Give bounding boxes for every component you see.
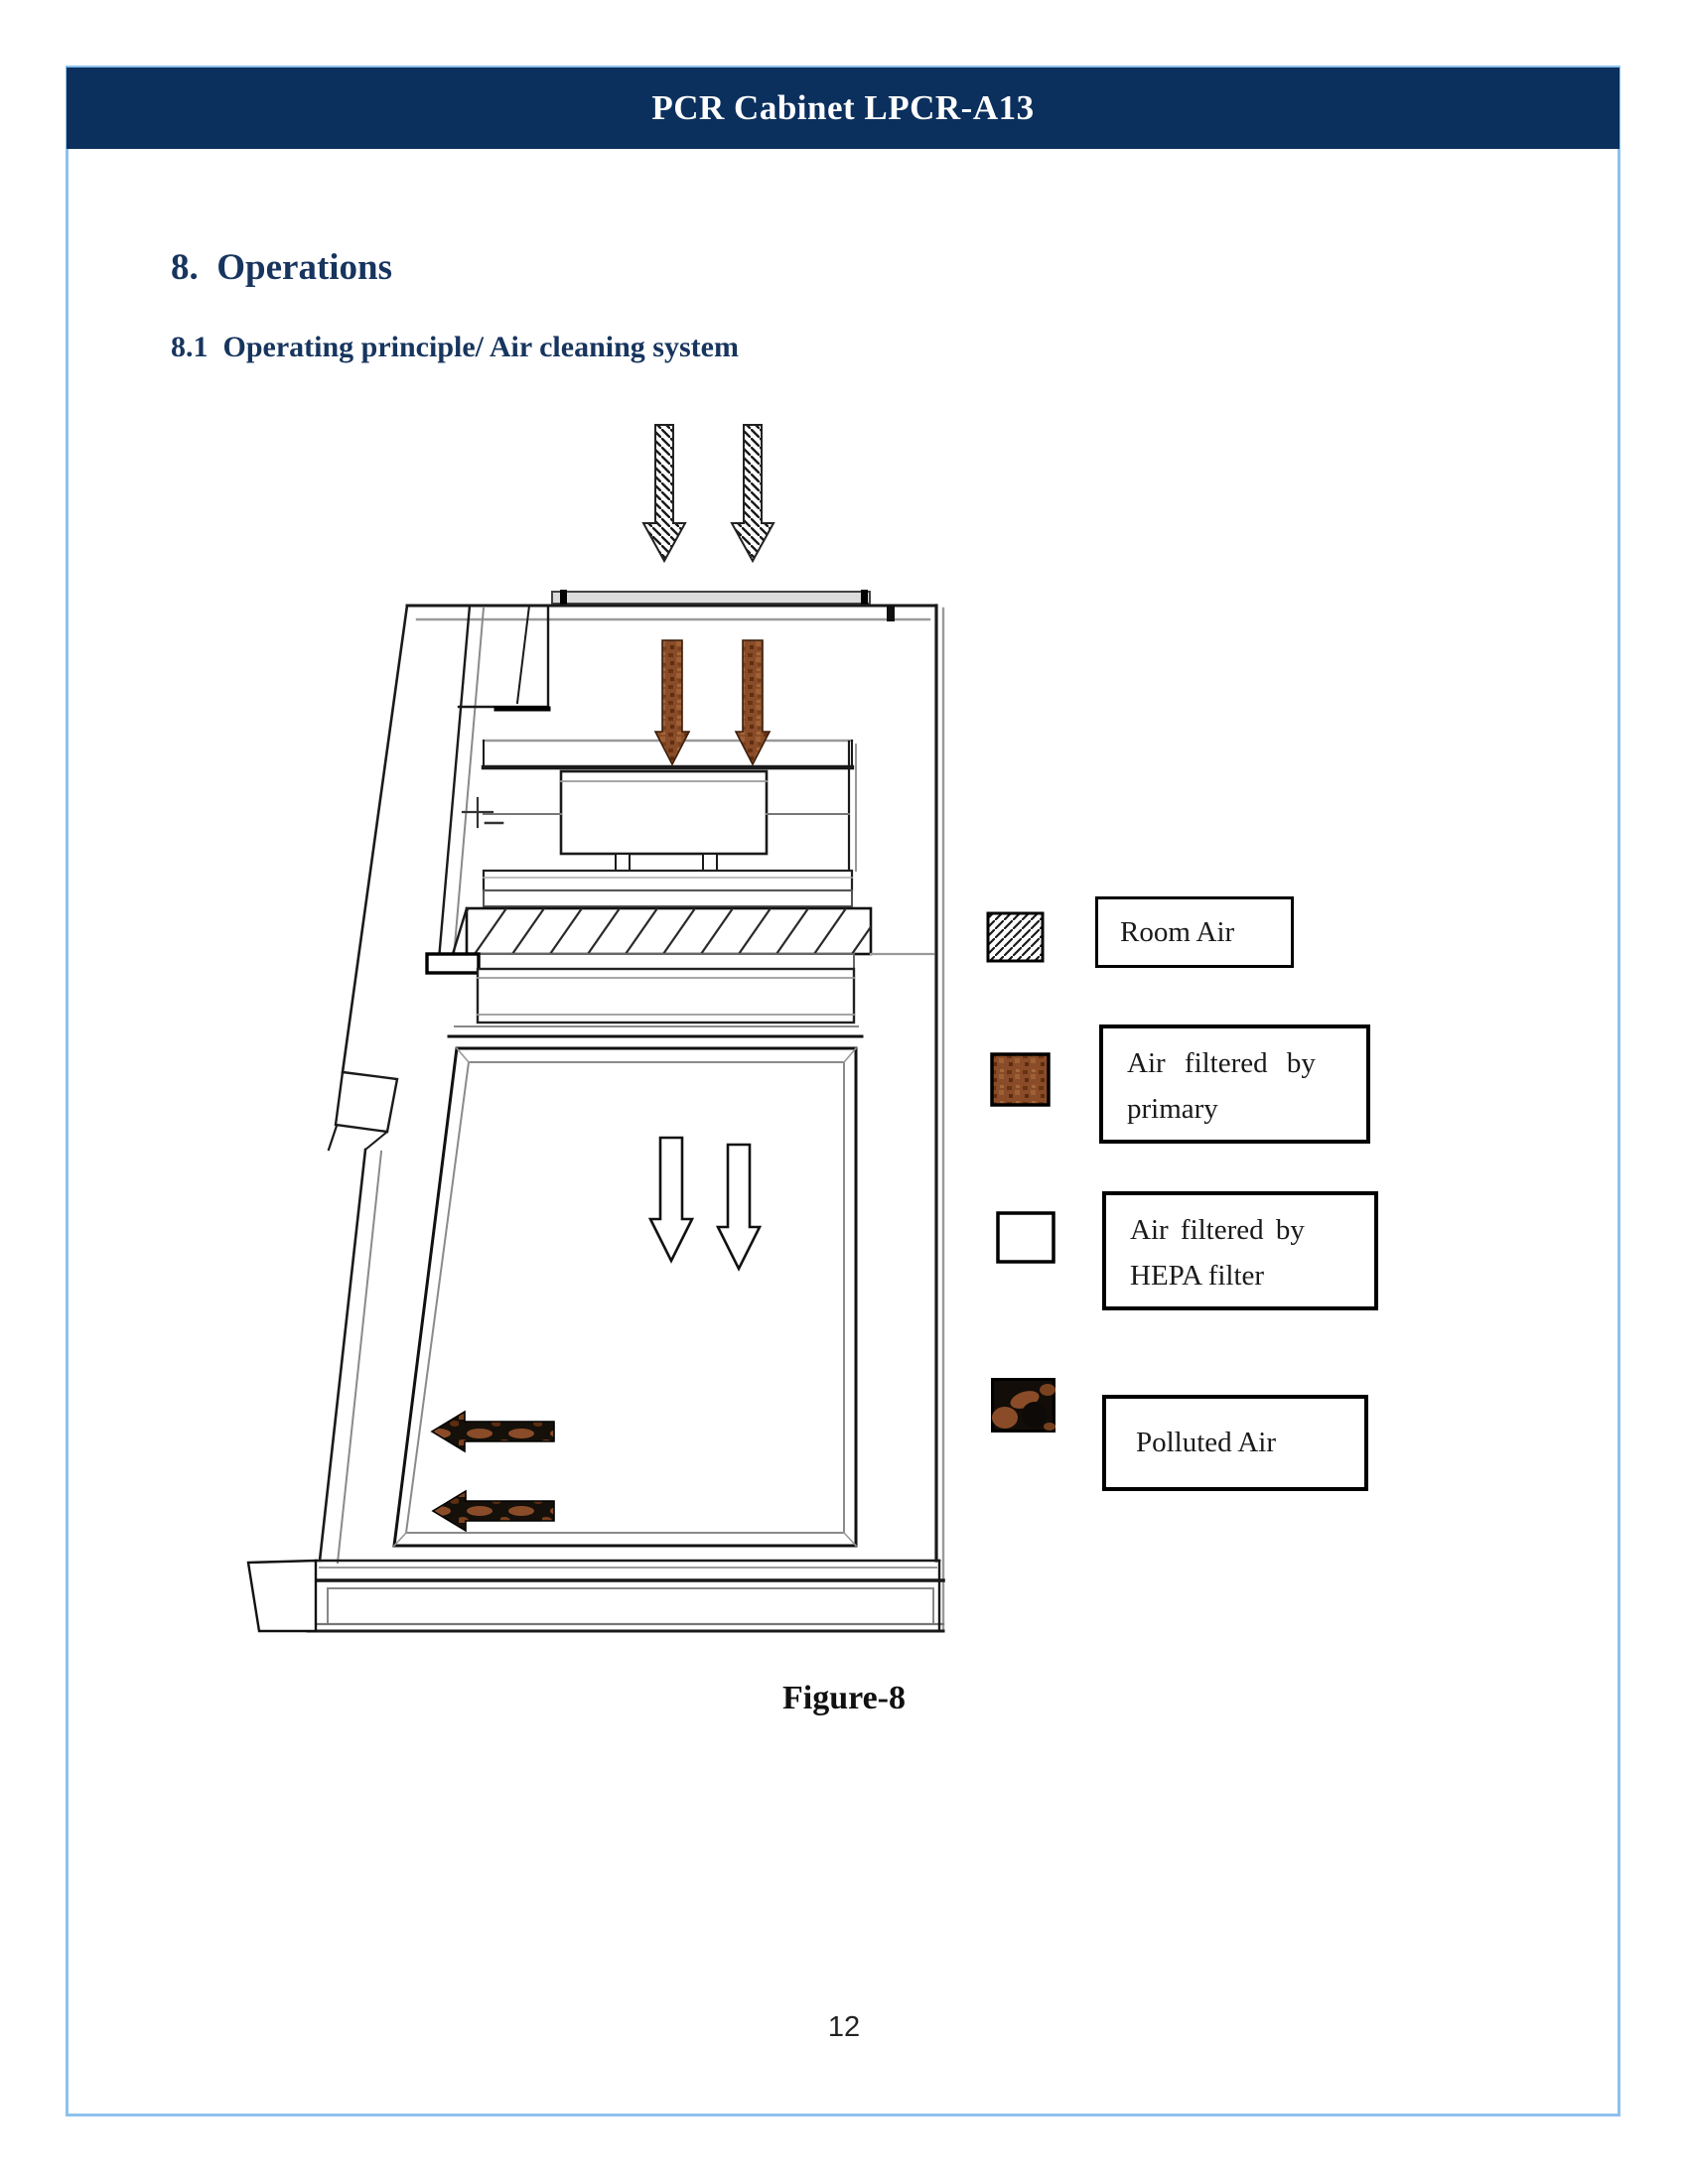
primary-filtered-air-arrows: [653, 639, 772, 766]
legend-swatch-polluted-air: [991, 1378, 1055, 1433]
legend-text: primary: [1127, 1093, 1218, 1125]
room-air-inflow-arrows: [641, 424, 775, 564]
page-number: 12: [827, 2011, 861, 2043]
page-border: [66, 66, 1620, 2116]
legend-text: Air filtered by: [1130, 1214, 1305, 1246]
legend-label-hepa-filtered: Air filtered by HEPA filter: [1102, 1191, 1378, 1310]
cabinet-outline: [246, 590, 945, 1633]
page-header: PCR Cabinet LPCR-A13: [67, 68, 1619, 149]
polluted-air-outflow-arrows: [430, 1410, 555, 1533]
hepa-filtered-air-arrows: [647, 1136, 763, 1272]
legend-label-room-air: Room Air: [1095, 896, 1294, 968]
legend-text: Room Air: [1120, 915, 1235, 948]
legend-label-primary-filtered: Air filtered by primary: [1099, 1024, 1370, 1144]
legend-swatch-room-air: [986, 911, 1045, 963]
page-title: PCR Cabinet LPCR-A13: [651, 88, 1035, 127]
legend-text: Polluted Air: [1136, 1427, 1276, 1458]
legend-label-polluted-air: Polluted Air: [1102, 1395, 1368, 1491]
section-subheading: 8.1 Operating principle/ Air cleaning sy…: [171, 331, 739, 363]
figure-caption: Figure-8: [781, 1680, 906, 1716]
legend-swatch-primary-filtered: [990, 1052, 1051, 1107]
legend-text: Air filtered by: [1127, 1047, 1316, 1079]
section-heading: 8. Operations: [171, 247, 393, 288]
legend-text: HEPA filter: [1130, 1260, 1265, 1292]
legend-swatch-hepa-filtered: [996, 1211, 1055, 1264]
